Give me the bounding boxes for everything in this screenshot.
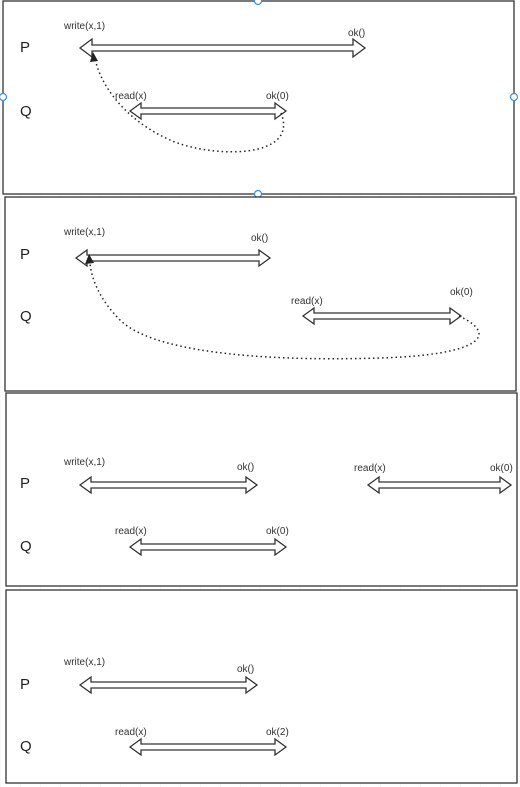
- operation-arrow[interactable]: [301, 306, 463, 326]
- op-call-label: read(x): [115, 526, 147, 537]
- op-return-label: ok(): [237, 664, 254, 675]
- panel-1[interactable]: P Q write(x,1) ok() read(x) ok(0): [0, 0, 519, 199]
- op-return-label: ok(): [237, 462, 254, 473]
- op-return-label: ok(2): [266, 727, 289, 738]
- process-label-q: Q: [20, 738, 32, 755]
- op-return-label: ok(0): [266, 91, 289, 102]
- operation-arrow[interactable]: [128, 537, 288, 557]
- selection-handle[interactable]: [253, 0, 263, 6]
- process-label-p: P: [20, 246, 30, 263]
- op-call-label: write(x,1): [63, 21, 105, 32]
- op-call-label: write(x,1): [63, 457, 105, 468]
- op-call-label: read(x): [354, 463, 386, 474]
- operation-arrow[interactable]: [128, 101, 288, 121]
- selection-handle[interactable]: [509, 92, 519, 102]
- op-call-label: write(x,1): [63, 227, 105, 238]
- operation-arrow[interactable]: [78, 675, 259, 695]
- process-label-q: Q: [20, 308, 32, 325]
- dotted-link-arrowhead: [90, 52, 98, 62]
- panel-3[interactable]: P Q write(x,1) ok() read(x) ok(0) read(x…: [5, 392, 518, 587]
- process-label-p: P: [20, 676, 30, 693]
- operation-arrow[interactable]: [78, 475, 259, 495]
- op-return-label: ok(0): [266, 526, 289, 537]
- op-return-label: ok(0): [450, 287, 473, 298]
- op-return-label: ok(): [251, 233, 268, 244]
- op-call-label: write(x,1): [63, 657, 105, 668]
- process-label-p: P: [20, 475, 30, 492]
- dotted-link-arrowhead: [85, 254, 94, 264]
- panel-2-frame[interactable]: [4, 196, 517, 392]
- operation-arrow[interactable]: [128, 737, 288, 757]
- panel-3-frame[interactable]: [5, 392, 518, 587]
- panel-2[interactable]: P Q write(x,1) ok() read(x) ok(0): [4, 196, 517, 392]
- selection-handle[interactable]: [0, 92, 8, 102]
- panel-4[interactable]: P Q write(x,1) ok() read(x) ok(2): [5, 589, 518, 784]
- process-label-q: Q: [20, 538, 32, 555]
- op-call-label: read(x): [291, 296, 323, 307]
- operation-arrow[interactable]: [366, 475, 513, 495]
- op-return-label: ok(): [348, 28, 365, 39]
- process-label-q: Q: [20, 103, 32, 120]
- op-call-label: read(x): [115, 91, 147, 102]
- process-label-p: P: [20, 39, 30, 56]
- op-call-label: read(x): [115, 727, 147, 738]
- op-return-label: ok(0): [490, 463, 513, 474]
- panel-1-frame[interactable]: [2, 0, 515, 195]
- operation-arrow[interactable]: [78, 37, 367, 59]
